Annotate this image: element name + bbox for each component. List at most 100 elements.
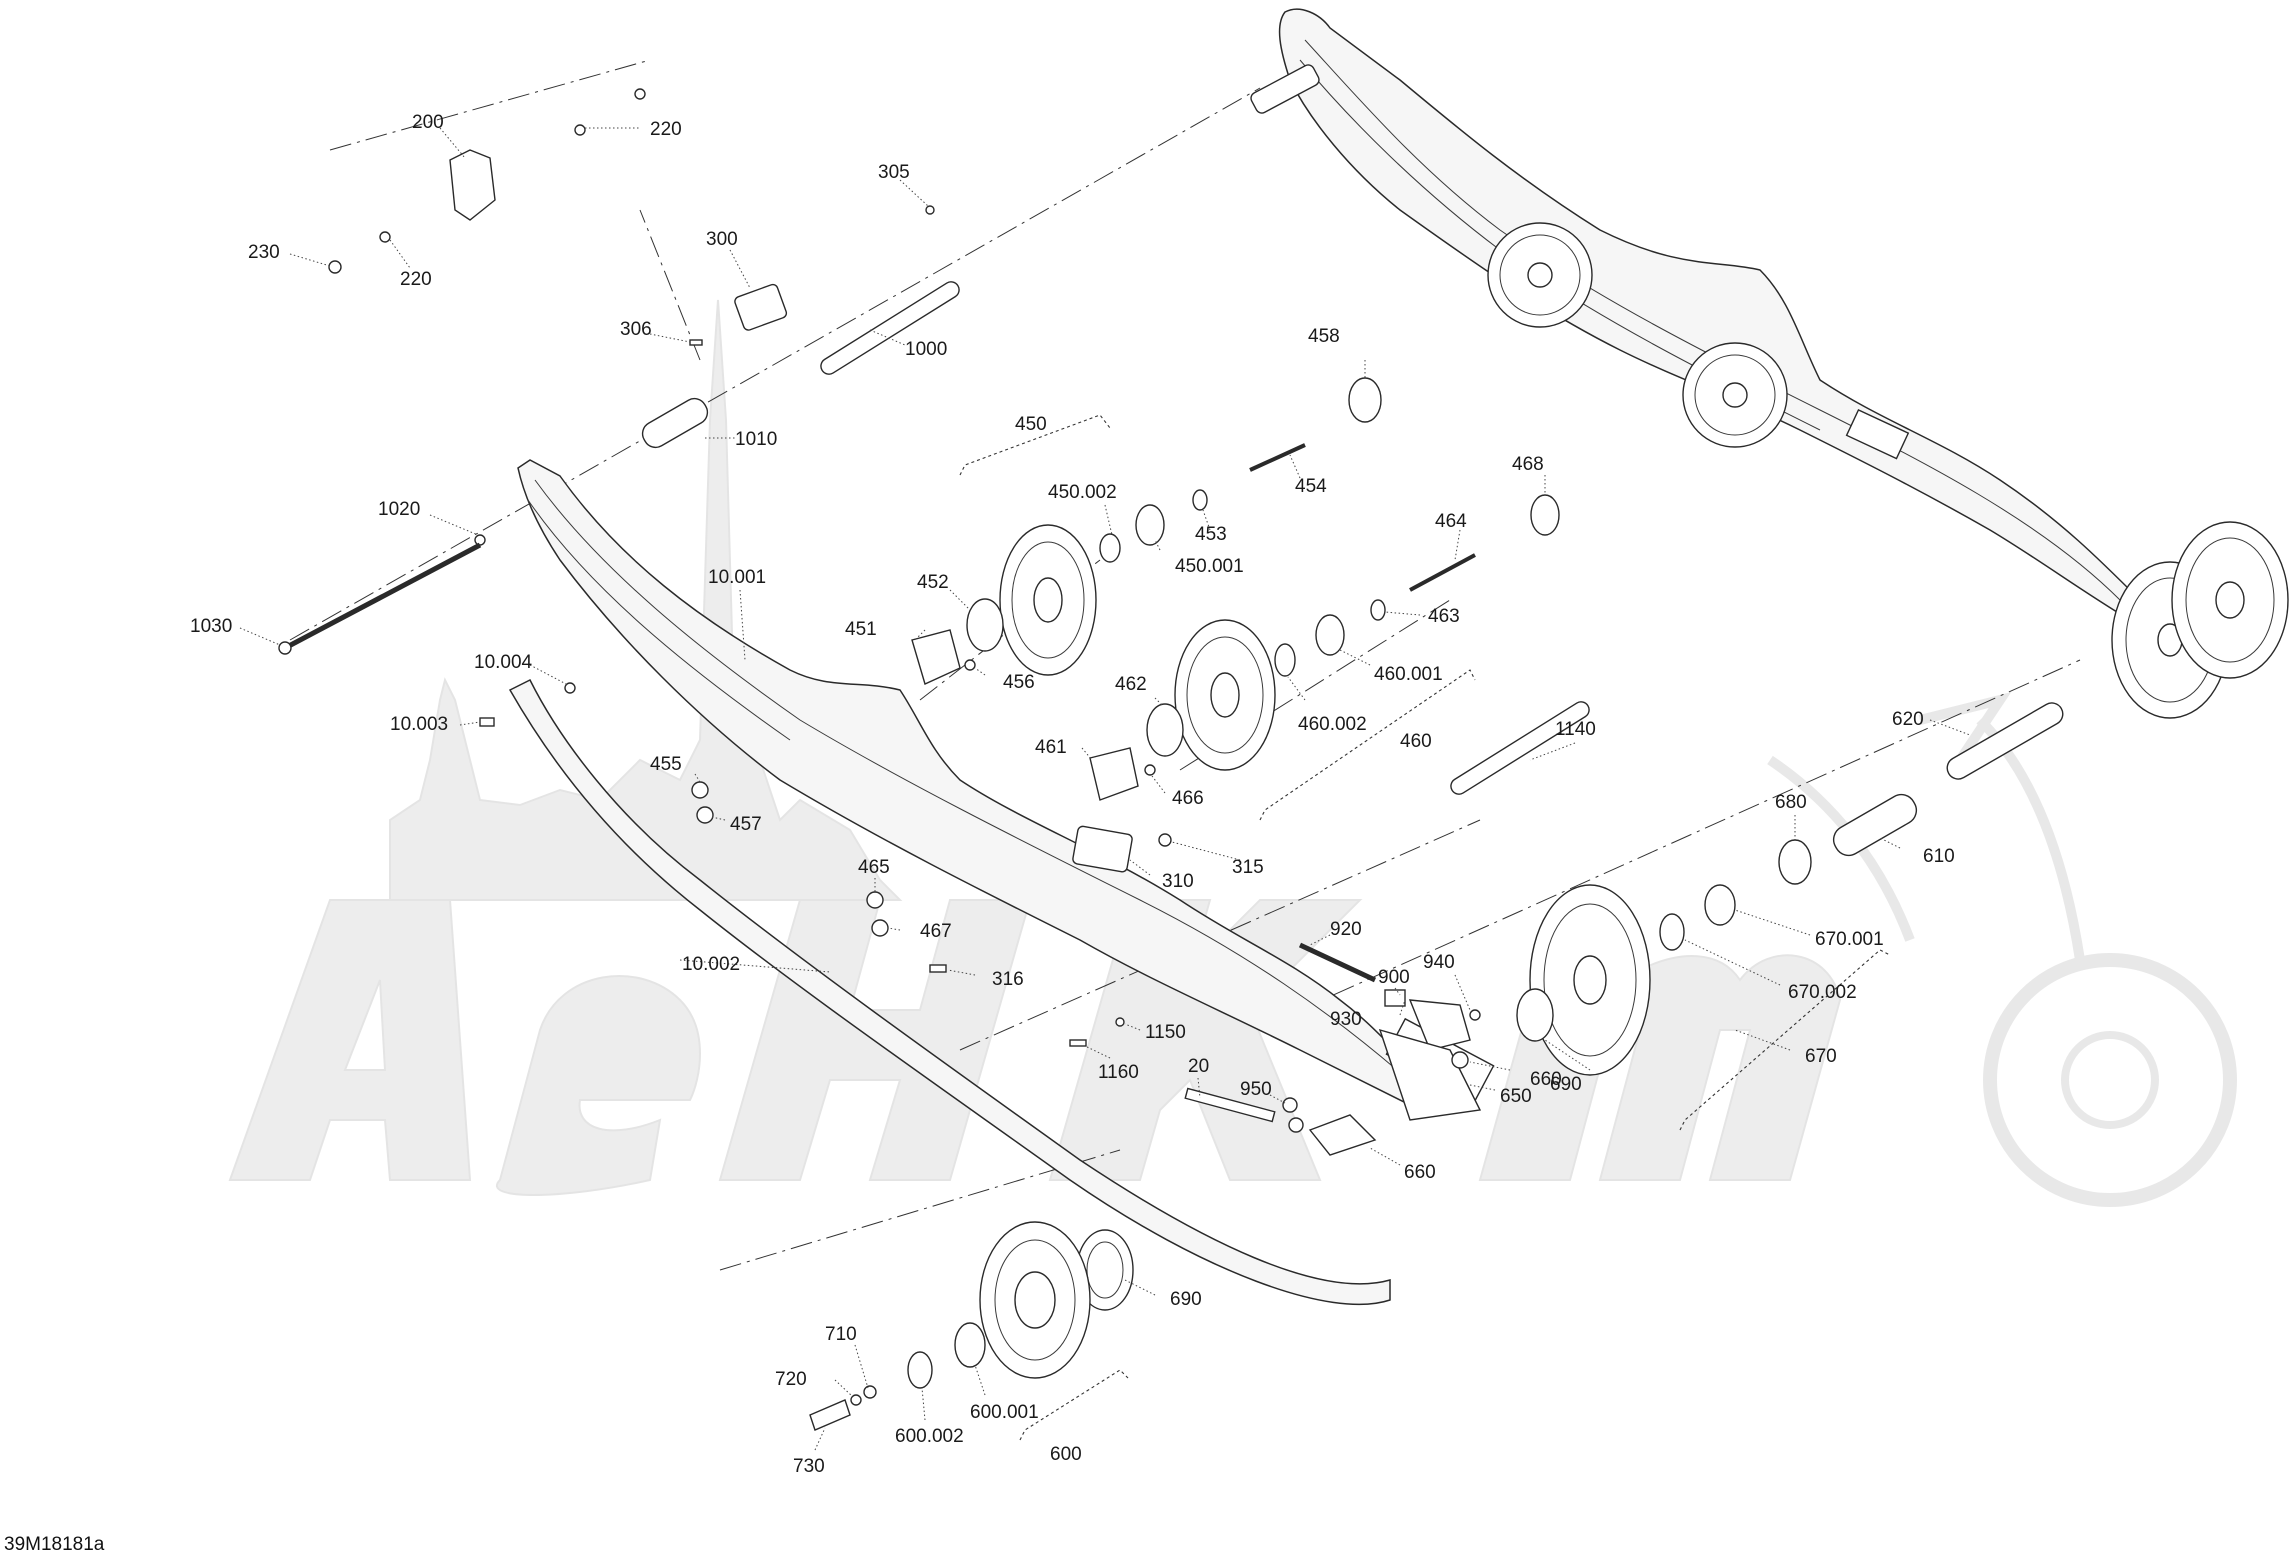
screw-1160 — [1069, 1039, 1087, 1047]
spacer-660-lower — [1308, 1114, 1377, 1156]
callout-466: 466 — [1172, 788, 1204, 809]
nut-top — [634, 88, 646, 100]
bearing-670.001 — [1704, 884, 1736, 926]
block-310 — [1072, 825, 1133, 873]
callout-460: 460 — [1400, 731, 1432, 752]
ring-600.002 — [907, 1351, 933, 1389]
hi-fax-slider — [508, 678, 1391, 1306]
ring-670.002 — [1659, 913, 1685, 951]
callout-10-004: 10.004 — [474, 652, 533, 673]
callout-450: 450 — [1015, 414, 1047, 435]
wheel-group-450 — [911, 377, 1382, 685]
callout-20: 20 — [1188, 1056, 1209, 1077]
bearing-462 — [1146, 703, 1184, 757]
callout-650: 650 — [1500, 1086, 1532, 1107]
pin-920 — [1298, 942, 1377, 983]
front-idler-group — [809, 1221, 1134, 1431]
washer-468 — [1530, 494, 1560, 536]
right-slide-rail-assembly — [1250, 8, 2289, 719]
group-brackets — [959, 414, 1891, 1441]
callout-316: 316 — [992, 969, 1024, 990]
rear-wheel-right-2 — [2171, 521, 2289, 679]
washer-220 — [574, 124, 586, 136]
callout-305: 305 — [878, 162, 910, 183]
callout-600: 600 — [1050, 1444, 1082, 1465]
washer-720 — [850, 1394, 862, 1406]
callout-450-002: 450.002 — [1048, 482, 1117, 503]
washer-453 — [1192, 489, 1208, 511]
nut-457 — [696, 806, 714, 824]
leader-lines — [239, 127, 1971, 1451]
callout-458: 458 — [1308, 326, 1340, 347]
rail-wheel-1 — [1487, 222, 1593, 328]
callout-230: 230 — [248, 242, 280, 263]
callout-10-003: 10.003 — [390, 714, 448, 735]
callout-468: 468 — [1512, 454, 1544, 475]
bolt-466 — [1144, 764, 1156, 776]
callout-454: 454 — [1295, 476, 1327, 497]
axle-stub-top — [1250, 64, 1320, 114]
plate-650 — [1378, 1028, 1482, 1121]
bolt-230 — [328, 260, 342, 274]
callout-10-001: 10.001 — [708, 567, 766, 588]
nut-950 — [1282, 1097, 1298, 1113]
callout-680: 680 — [1775, 792, 1807, 813]
callout-455: 455 — [650, 754, 682, 775]
callout-1150: 1150 — [1145, 1022, 1186, 1043]
washer-660 — [1451, 1051, 1469, 1069]
callout-600-001: 600.001 — [970, 1402, 1039, 1423]
callout-460-002: 460.002 — [1298, 714, 1367, 735]
callout-670-002: 670.002 — [1788, 982, 1857, 1003]
bolt-464 — [1409, 553, 1476, 592]
callout-690b: 690 — [1170, 1289, 1202, 1310]
nut-950b — [1288, 1117, 1304, 1133]
callout-1020: 1020 — [378, 499, 420, 520]
bolt-730 — [809, 1399, 851, 1431]
callout-10-002: 10.002 — [682, 954, 740, 975]
callout-450-001: 450.001 — [1175, 556, 1244, 577]
callout-920: 920 — [1330, 919, 1362, 940]
bolt-1030 — [283, 542, 482, 651]
right-slide-rail — [1278, 8, 2141, 622]
callout-462: 462 — [1115, 674, 1147, 695]
nut-10.004 — [564, 682, 576, 694]
bearing-600.001 — [954, 1322, 986, 1368]
washer-1020 — [474, 534, 486, 546]
shaft-1140 — [1450, 701, 1590, 795]
callout-220b: 220 — [400, 269, 432, 290]
shaft-1000 — [820, 281, 960, 375]
washer-220-lower — [379, 231, 391, 243]
callout-620: 620 — [1892, 709, 1924, 730]
rear-axle-group — [1516, 702, 2064, 1076]
callout-720: 720 — [775, 1369, 807, 1390]
tensioner-900 — [1408, 999, 1471, 1051]
washer-463 — [1370, 599, 1386, 621]
callout-310: 310 — [1162, 871, 1194, 892]
callout-690a: 690 — [1550, 1074, 1582, 1095]
callout-300: 300 — [706, 229, 738, 250]
drawing-reference-code: 39M18181a — [4, 1534, 105, 1555]
washer-710 — [863, 1385, 877, 1399]
wheel-group-460 — [1089, 494, 1560, 801]
rail-wheel-2 — [1682, 342, 1788, 448]
nut-465 — [866, 891, 884, 909]
screw-10.003 — [479, 717, 495, 727]
callout-463: 463 — [1428, 606, 1460, 627]
callout-710: 710 — [825, 1324, 857, 1345]
callout-600-002: 600.002 — [895, 1426, 964, 1447]
callout-464: 464 — [1435, 511, 1467, 532]
callout-1160: 1160 — [1098, 1062, 1139, 1083]
callout-315: 315 — [1232, 857, 1264, 878]
assembly-axes — [289, 59, 2081, 1271]
screw-306 — [689, 339, 703, 346]
spacer-610 — [1832, 793, 1918, 857]
middle-parts — [691, 701, 1590, 973]
callout-465: 465 — [858, 857, 890, 878]
block-300 — [734, 283, 788, 331]
screw-316 — [929, 964, 947, 973]
ring-450.002 — [1099, 533, 1121, 563]
spacer-690 — [1516, 988, 1554, 1042]
